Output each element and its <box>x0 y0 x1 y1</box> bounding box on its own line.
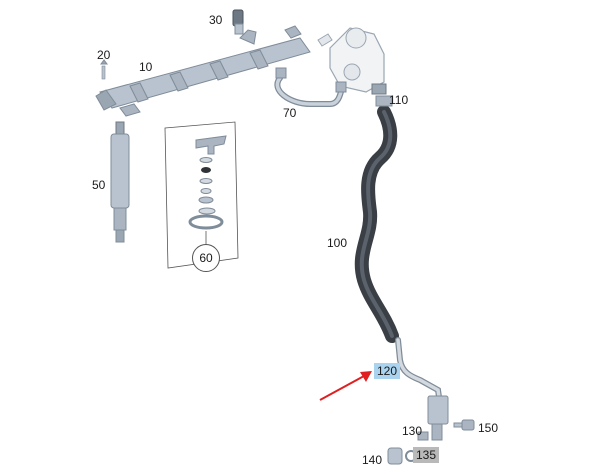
fuel-line-70-drawing[interactable] <box>274 67 347 107</box>
label-70[interactable]: 70 <box>283 106 297 120</box>
fuel-rail-drawing[interactable] <box>95 25 311 117</box>
pressure-sensor-drawing[interactable] <box>232 9 244 35</box>
fuel-line-120-drawing[interactable] <box>395 337 449 441</box>
screw-130-drawing[interactable] <box>417 431 429 441</box>
label-135-unavailable[interactable]: 135 <box>413 447 440 463</box>
label-130[interactable]: 130 <box>402 424 423 438</box>
label-30[interactable]: 30 <box>209 13 223 27</box>
high-pressure-pump-drawing[interactable] <box>317 27 387 95</box>
fuel-hose-drawing[interactable] <box>354 95 399 343</box>
label-50[interactable]: 50 <box>92 178 106 192</box>
seal-kit-drawing[interactable] <box>164 121 239 269</box>
label-140[interactable]: 140 <box>362 453 383 467</box>
cap-140-drawing[interactable] <box>387 447 403 465</box>
label-120-selected[interactable]: 120 <box>374 363 401 379</box>
injector-drawing[interactable] <box>110 121 130 243</box>
bolt-150-drawing[interactable] <box>453 419 475 431</box>
label-10[interactable]: 10 <box>139 60 153 74</box>
label-100[interactable]: 100 <box>327 236 348 250</box>
label-60[interactable]: 60 <box>192 244 220 272</box>
label-20[interactable]: 20 <box>97 48 111 62</box>
label-150[interactable]: 150 <box>478 421 499 435</box>
highlight-arrow <box>319 371 372 401</box>
bolt-drawing[interactable] <box>100 59 108 80</box>
label-110[interactable]: 110 <box>389 93 409 107</box>
